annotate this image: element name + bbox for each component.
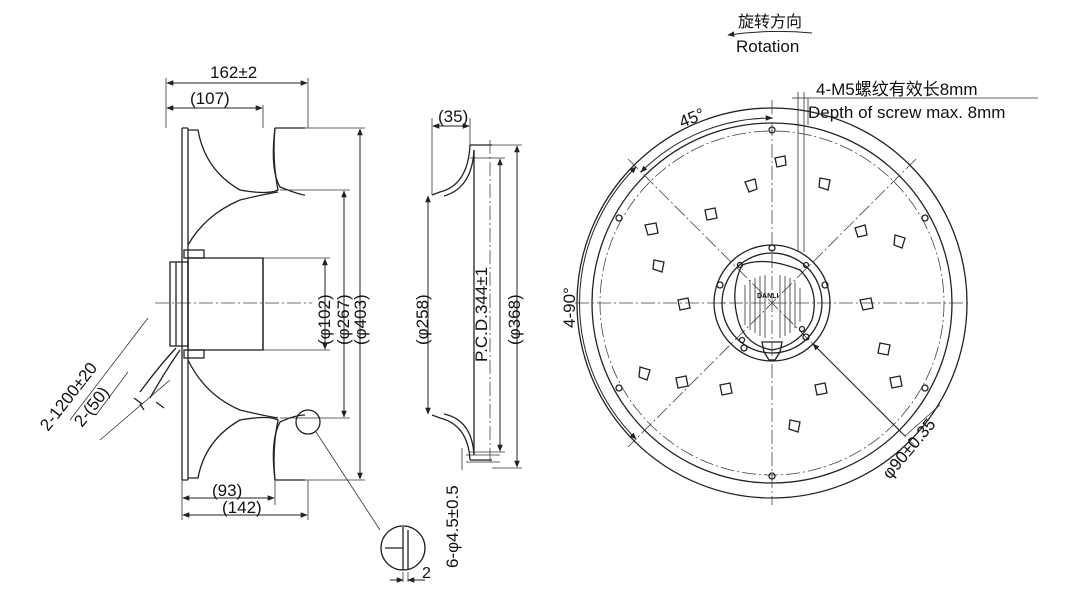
screw-cn-label: 4-M5螺纹有效长8mm [816, 80, 978, 99]
hub-dia-label: φ90±0.35 [879, 415, 940, 483]
angle-45-label: 45° [676, 104, 707, 131]
front-view: 旋转方向 Rotation 4-M5螺纹有效长8mm Depth of scre… [560, 13, 1038, 505]
side-view: 162±2 (107) (φ102) (φ267) [36, 63, 431, 583]
side-dia-inner-label: (φ102) [315, 294, 334, 345]
front-offset-label: (107) [190, 89, 230, 108]
rotation-cn-label: 旋转方向 [738, 13, 802, 31]
bottom-offset-outer-label: (142) [222, 498, 262, 517]
overall-width-label: 162±2 [210, 63, 257, 82]
side-dia-mid-label: (φ267) [334, 294, 353, 345]
pcd-label: P.C.D.344±1 [472, 267, 491, 362]
screw-en-label: Depth of screw max. 8mm [808, 103, 1005, 122]
mount-holes-label: 6-φ4.5±0.5 [443, 485, 462, 568]
section-dia-inner-label: (φ258) [413, 294, 432, 345]
angle-90-label: 4-90° [560, 287, 579, 328]
bottom-offset-inner-label: (93) [212, 481, 242, 500]
section-view: (35) (φ258) P.C.D.344±1 (φ368) 6-φ4.5±0.… [413, 107, 524, 568]
vent-openings [638, 155, 906, 433]
section-dia-outer-label: (φ368) [505, 294, 524, 345]
flange-depth-label: (35) [438, 107, 468, 126]
rotation-en-label: Rotation [736, 37, 799, 56]
logo-text: DANLI [757, 293, 778, 300]
detail-gap-label: 2 [422, 565, 431, 582]
side-dia-outer-label: (φ403) [351, 294, 370, 345]
